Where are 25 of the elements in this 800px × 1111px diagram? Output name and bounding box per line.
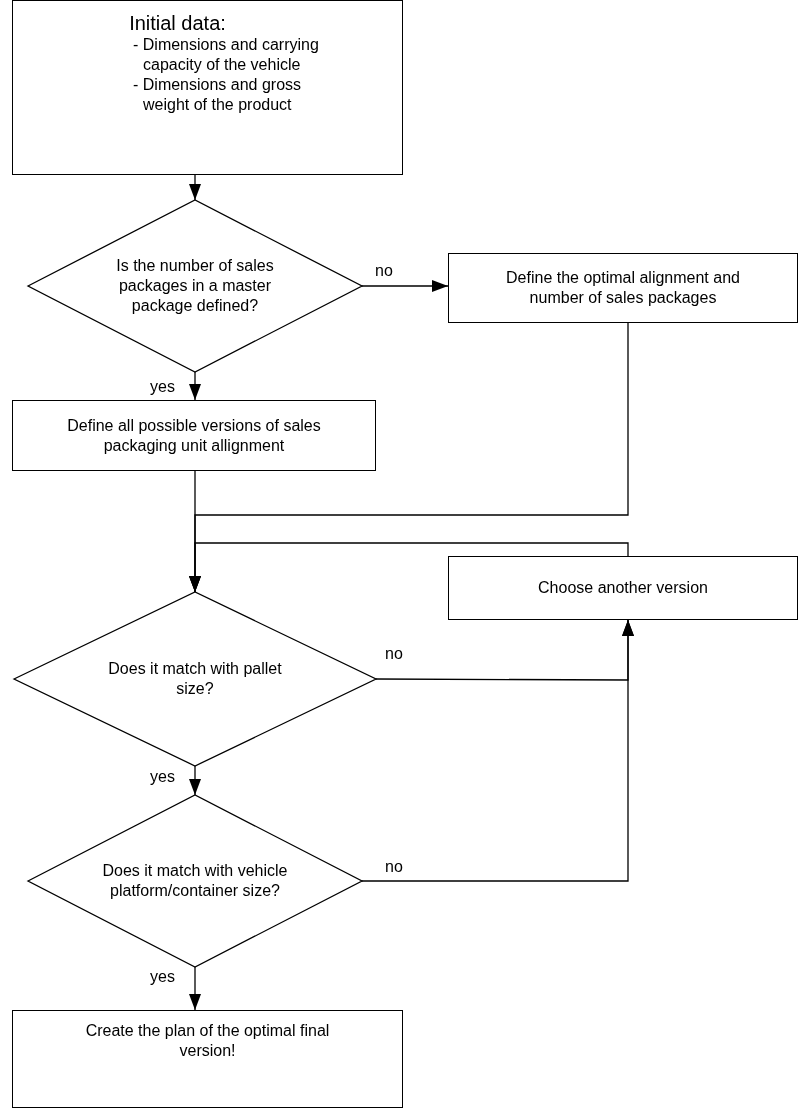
arrow — [189, 542, 629, 593]
arrow — [189, 765, 201, 796]
node-text: Does it match with vehicle platform/container size? — [101, 861, 289, 901]
node-text: Create the plan of the optimal final version! — [84, 1021, 331, 1061]
decision-diamond — [28, 795, 362, 967]
decision-diamond — [28, 200, 362, 372]
process-box — [12, 400, 376, 471]
node-text: Is the number of sales packages in a master package defined? — [115, 256, 275, 316]
process-box — [448, 253, 798, 323]
heading: Initial data: — [129, 11, 226, 35]
list-item: - Dimensions and carrying capacity of the vehicle — [132, 35, 320, 75]
node-text: Does it match with pallet size? — [107, 659, 283, 699]
arrow — [189, 174, 201, 201]
node-text: Define all possible versions of sales packaging unit allignment — [66, 415, 322, 456]
node-text: Choose another version — [538, 578, 708, 598]
arrow — [361, 280, 449, 292]
arrow — [361, 619, 634, 882]
list-item: - Dimensions and gross weight of the product — [132, 75, 303, 115]
arrow — [189, 966, 201, 1011]
node-text: Define the optimal alignment and number of sales packages — [505, 268, 741, 308]
process-box — [448, 556, 798, 620]
arrow — [189, 371, 201, 401]
process-box — [12, 1010, 403, 1108]
process-box — [12, 0, 403, 175]
decision-diamond — [14, 592, 376, 766]
